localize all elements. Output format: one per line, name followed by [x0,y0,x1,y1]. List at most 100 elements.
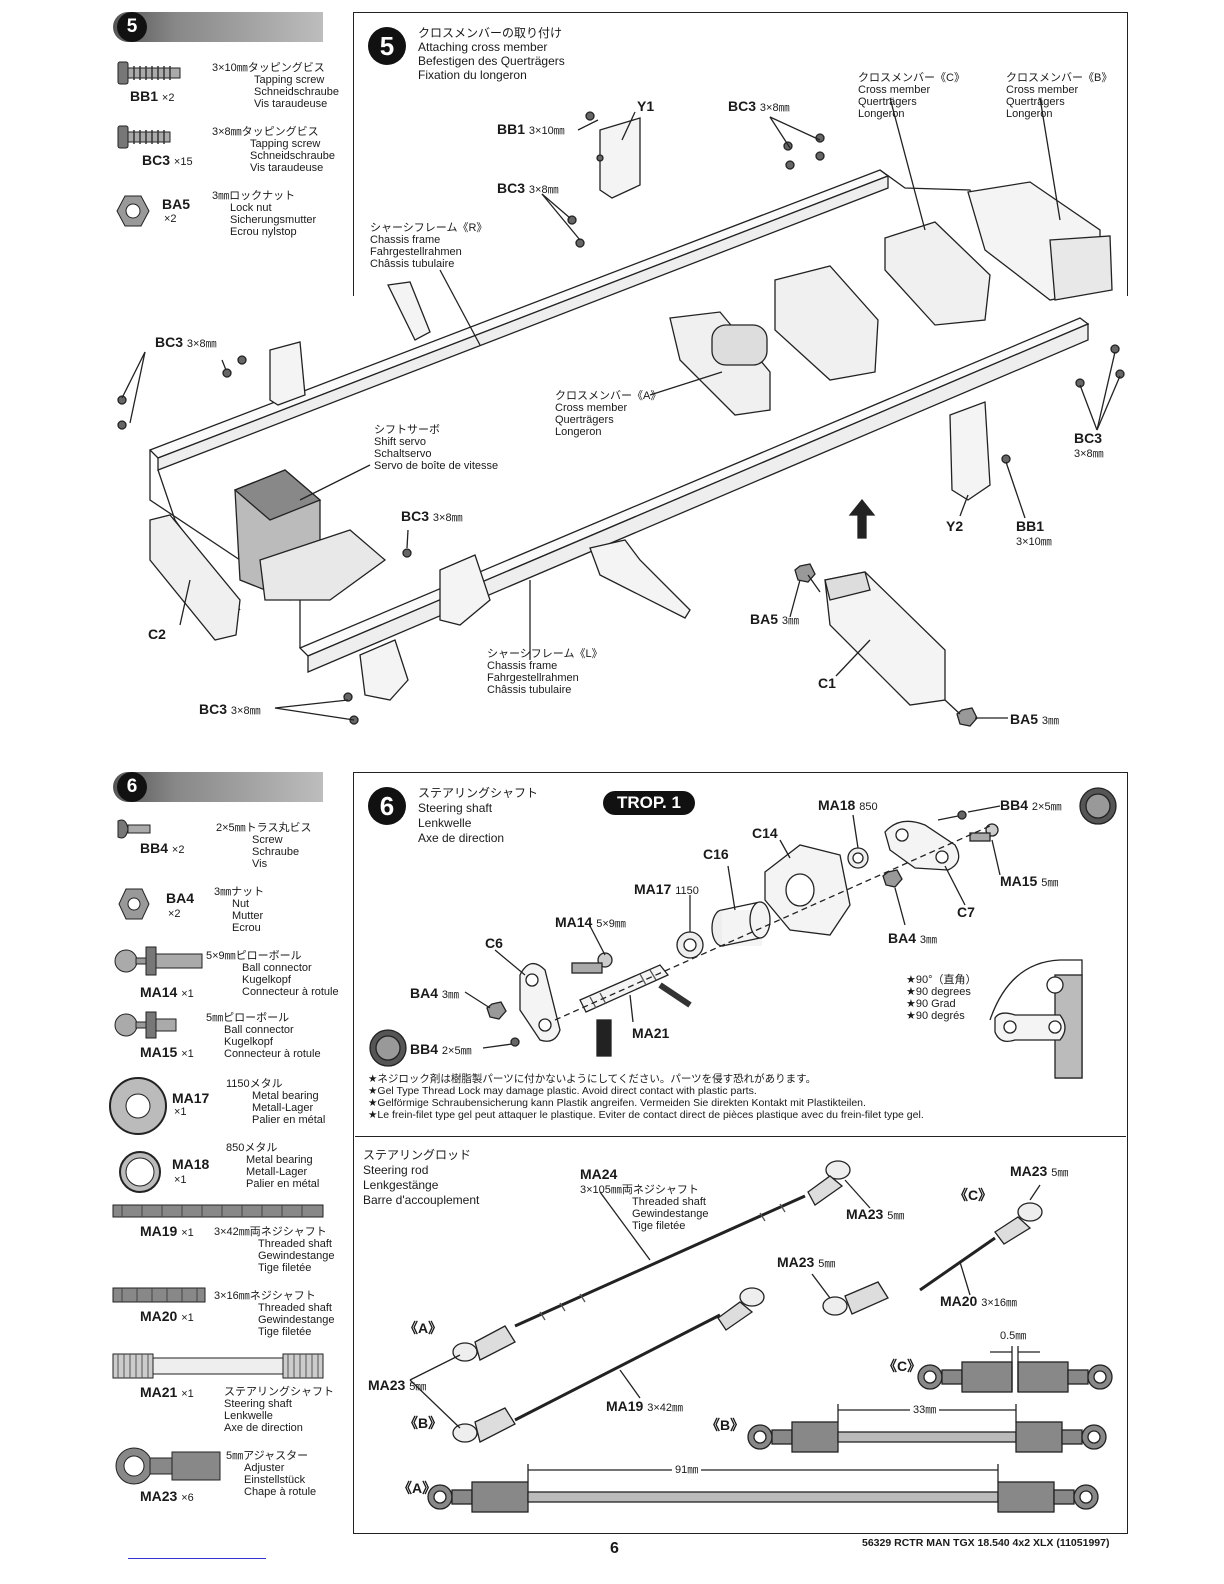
ma14-ball-connector-icon [114,946,203,976]
step5-assembly-diagram [117,97,1125,727]
label-bc3-bottom: BC3 3×8㎜ [199,701,261,717]
tag-a-lower: 《A》 [398,1480,437,1496]
part-code-bb1: BB1 ×2 [130,88,175,104]
label-ba5-upper: BA5 3㎜ [750,611,800,627]
ma17-bearing-icon [109,1077,167,1135]
tag-b-lower: 《B》 [706,1417,745,1433]
part-code-ma18: MA18 [172,1156,210,1172]
part-code-ma20: MA20 ×1 [140,1308,194,1324]
label-bc3-right: BC3 [1074,430,1103,446]
label-bb4-top: BB4 2×5㎜ [1000,797,1062,813]
tag-c-upper: 《C》 [954,1187,993,1203]
divider-line [128,1558,266,1559]
part-desc-bb1: 3×10㎜タッピングビス Tapping screw Schneidschrau… [212,62,340,110]
ma15-ball-connector-icon [114,1011,177,1039]
bb1-screw-icon [117,61,181,85]
label-ma21: MA21 [632,1025,670,1041]
part-qty-ba5: ×2 [164,213,177,225]
step6-number: 6 [117,772,147,802]
trop-badge: TROP. 1 [603,791,695,815]
thread-lock-warning: ★ネジロック剤は樹脂製パーツに付かないようにしてください。パーツを侵す恐れがあり… [368,1073,924,1121]
label-ba5-lower: BA5 3㎜ [1010,711,1060,727]
label-ma23-a-right: MA23 5㎜ [846,1206,905,1222]
part-code-ma15: MA15 ×1 [140,1044,194,1060]
label-bb1-top: BB1 3×10㎜ [497,121,565,137]
bc3-screw-icon [117,125,171,149]
label-bb4-left: BB4 2×5㎜ [410,1041,472,1057]
label-c14: C14 [752,825,778,841]
product-code: 56329 RCTR MAN TGX 18.540 4x2 XLX (11051… [862,1537,1110,1549]
step5-number: 5 [117,12,147,42]
label-ma17: MA17 1150 [634,881,699,897]
part-code-bb4: BB4 ×2 [140,840,185,856]
steering-shaft-diagram [369,787,1117,1079]
part-code-bc3: BC3 ×15 [142,152,193,168]
tag-b-upper: 《B》 [404,1415,443,1431]
label-ba4-left: BA4 3㎜ [410,985,460,1001]
part-code-ma21: MA21 ×1 [140,1384,194,1400]
label-bb1-right: BB1 [1016,518,1045,534]
ma18-bearing-icon [119,1151,161,1193]
tag-c-lower: 《C》 [883,1358,922,1374]
page-number: 6 [610,1540,619,1557]
part-desc-bc3: 3×8㎜タッピングビス Tapping screw Schneidschraub… [212,126,336,174]
label-ma23-b-right: MA23 5㎜ [777,1254,836,1270]
label-ma14: MA14 5×9㎜ [555,914,626,930]
bb4-screw-icon [117,819,151,839]
part-desc-ba5: 3㎜ロックナット Lock nut Sicherungsmutter Ecrou… [212,190,317,238]
label-y1: Y1 [637,98,655,114]
label-c6: C6 [485,935,503,951]
step5-panel-number: 5 [368,27,406,65]
label-ma23-left: MA23 5㎜ [368,1377,427,1393]
ma21-steering-shaft-icon [112,1353,324,1379]
label-c1: C1 [818,675,836,691]
label-bc3-top-right: BC3 3×8㎜ [728,98,790,114]
label-bc3-upper: BC3 3×8㎜ [497,180,559,196]
ma19-threaded-shaft-icon [112,1204,324,1218]
step6-header-bar: 6 [113,772,323,802]
label-bc3-middle: BC3 3×8㎜ [401,508,463,524]
label-c16: C16 [703,846,729,862]
label-y2: Y2 [946,518,964,534]
part-code-ma19: MA19 ×1 [140,1223,194,1239]
step5-header-bar: 5 [113,12,323,42]
ma20-threaded-shaft-icon [112,1287,206,1303]
tag-a-upper: 《A》 [404,1320,443,1336]
part-qty-ma18: ×1 [174,1174,187,1186]
label-chassis-frame-r: シャーシフレーム《R》Chassis frame Fahrgestellrahm… [370,222,488,270]
label-ma20: MA20 3×16㎜ [940,1293,1018,1309]
ma23-adjuster-icon [115,1447,221,1485]
dim-33: 33㎜ [910,1404,940,1416]
label-ma24: MA24 [580,1166,618,1182]
dim-gap: 0.5㎜ [1000,1330,1027,1342]
ba5-locknut-icon [116,195,150,227]
part-code-ba5: BA5 [162,196,191,212]
part-code-ba4: BA4 [166,890,195,906]
label-bb1-right-size: 3×10㎜ [1016,536,1052,548]
part-qty-ma17: ×1 [174,1106,187,1118]
step6-divider [355,1136,1126,1137]
steering-rod-diagram [409,1160,1113,1513]
step6-panel-number: 6 [368,787,406,825]
part-code-ma17: MA17 [172,1090,210,1106]
label-ma19: MA19 3×42㎜ [606,1398,684,1414]
label-90-degrees: ★90°（直角）★90 degrees ★90 Grad★90 degrés [906,974,977,1022]
step5-title: クロスメンバーの取り付け Attaching cross member Befe… [418,26,565,82]
label-c2: C2 [148,626,166,642]
